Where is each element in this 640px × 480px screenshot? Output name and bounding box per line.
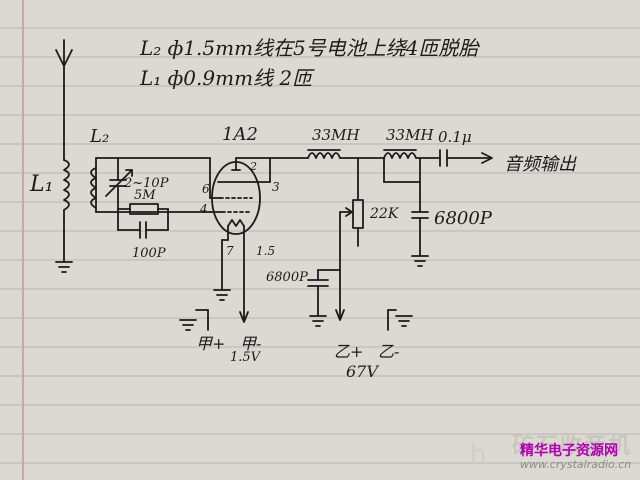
label-grid-capacitor: 100P (132, 246, 166, 261)
grid-resistor (117, 203, 169, 231)
choke-2 (383, 149, 417, 159)
label-choke-1: 33MH (312, 126, 360, 144)
label-l1: L₁ (30, 172, 54, 197)
label-l2: L₂ (90, 126, 110, 147)
battery-b-positive: 乙+ (334, 342, 364, 361)
pin-6-label: 6 (202, 182, 210, 196)
label-choke-2: 33MH (386, 126, 434, 144)
winding-note-l2: L₂ ф1.5mm线在5号电池上绕4匝脱胎 (140, 36, 479, 60)
label-output-cap: 0.1μ (438, 128, 472, 146)
label-potentiometer: 22K (370, 206, 399, 222)
watermark-site-logo: 矿石收音机 (512, 434, 633, 459)
winding-note-l1: L₁ ф0.9mm线 2匝 (140, 66, 313, 90)
margin-line (22, 0, 24, 480)
battery-a-negative: 甲- (240, 334, 262, 353)
capacitor-6800p-right (411, 197, 429, 257)
pin-3-label: 3 (272, 180, 280, 194)
battery-b-negative: 乙- (378, 342, 400, 361)
output-capacitor (439, 149, 448, 167)
label-variable-cap: 2~10P (124, 176, 169, 191)
ground-l1 (55, 261, 73, 273)
pin-2-label: 2 (250, 160, 257, 173)
ground-battery-a (179, 309, 209, 331)
label-tube: 1A2 (222, 124, 258, 145)
coil-l1 (63, 79, 70, 263)
watermark-faint: h (470, 440, 487, 470)
ground-battery-b (387, 309, 413, 331)
battery-a-positive: 甲+ (196, 334, 226, 353)
label-cap-left: 6800P (266, 270, 308, 285)
label-cap-right: 6800P (434, 208, 492, 229)
label-audio-output: 音频输出 (504, 154, 576, 175)
pin-4-label: 4 (200, 202, 208, 216)
ground-right-cap (411, 255, 429, 267)
variable-capacitor (105, 157, 133, 213)
choke-1 (307, 149, 341, 159)
ground-left-cap (309, 315, 327, 327)
capacitor-6800p-left (307, 269, 341, 317)
watermark-site-subtitle: 精华电子资源网 (520, 443, 618, 459)
battery-b-voltage: 67V (346, 362, 378, 381)
antenna-symbol (55, 39, 73, 81)
ground-filament (213, 289, 231, 301)
watermark-url: www.crystalradio.cn (520, 458, 632, 471)
pin-1-5-label: 1.5 (256, 244, 276, 258)
battery-a-voltage: 1.5V (230, 350, 261, 365)
grid-capacitor (117, 208, 169, 239)
pin-7-label: 7 (226, 244, 234, 258)
potentiometer-22k (339, 157, 364, 247)
label-grid-resistor: 5M (134, 188, 156, 203)
